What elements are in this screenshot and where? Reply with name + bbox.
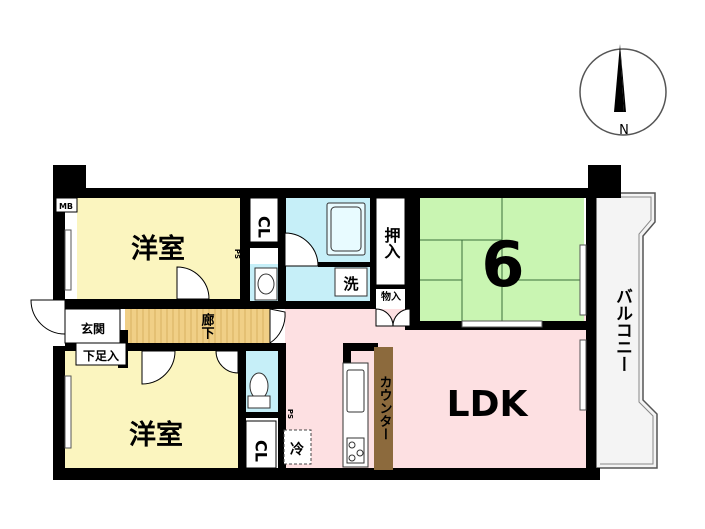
counter-label: カウンター (377, 376, 393, 441)
oshiire-label: 押入 (382, 226, 401, 259)
door-swings (30, 232, 411, 385)
compass: N (579, 44, 667, 138)
compass-needle-shade (620, 44, 626, 112)
western-room-top (77, 198, 245, 299)
closet-bottom-label: CL (252, 440, 271, 462)
closet-top-label: CL (255, 216, 274, 238)
counter (374, 347, 393, 470)
closet-top (249, 197, 279, 243)
ldk-area (285, 309, 590, 470)
hallway-label: 廊下 (199, 312, 215, 340)
stove-icon (346, 437, 365, 464)
ldk-label: LDK (447, 384, 529, 425)
shoe-storage (75, 342, 127, 366)
tatami-lines (420, 198, 584, 321)
hallway-stripes (130, 309, 264, 343)
toilet-tank (247, 395, 271, 409)
western-room-top-label: 洋室 (131, 233, 185, 265)
shoe-storage-label: 下足入 (83, 349, 119, 363)
fridge-label: 冷 (290, 441, 304, 458)
kitchen-sink-icon (346, 369, 365, 413)
washbasin-bowl (257, 273, 275, 295)
burner-icon (348, 454, 356, 462)
western-room-bottom-label: 洋室 (129, 419, 183, 451)
entrance-label: 玄関 (81, 321, 105, 336)
balcony-label: バルコニー (612, 287, 633, 372)
toilet-icon (249, 372, 269, 400)
bathtub-inner (330, 206, 362, 252)
entrance (64, 308, 121, 344)
meter-box (55, 197, 78, 213)
bathtub-icon (326, 202, 366, 256)
washer-label: 洗 (343, 275, 358, 293)
ps-top-label: PS (233, 249, 241, 259)
compass-needle (614, 44, 624, 112)
storage (376, 289, 405, 307)
storage-label: 物入 (381, 290, 401, 303)
burner-icon (348, 441, 356, 449)
washer-space (334, 267, 368, 297)
closet-bottom (245, 420, 277, 469)
balcony (595, 192, 658, 469)
balcony-rail (600, 196, 654, 465)
ps-bottom-label: PS (286, 409, 294, 419)
fridge-space (283, 429, 312, 465)
meter-box-label: MB (59, 202, 73, 211)
burner-icon (356, 449, 364, 457)
windows (64, 229, 587, 449)
compass-label: N (619, 123, 629, 138)
oshiire (375, 197, 406, 286)
japanese-room-size-label: 6 (481, 228, 524, 301)
